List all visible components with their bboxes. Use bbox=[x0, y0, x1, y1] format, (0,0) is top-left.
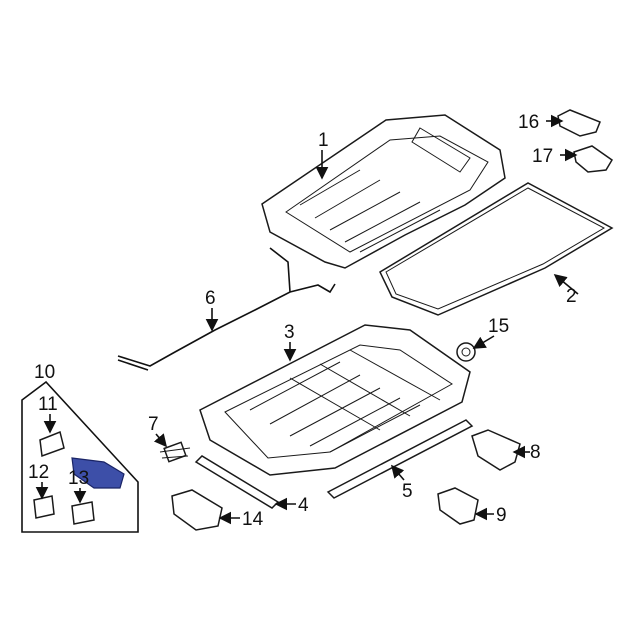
callout-10: 10 bbox=[34, 362, 55, 383]
kit-box bbox=[21, 380, 139, 533]
callout-17: 17 bbox=[532, 146, 553, 167]
grommet-inner bbox=[461, 347, 471, 357]
connector-part bbox=[159, 441, 191, 463]
connector-block bbox=[437, 487, 479, 525]
kit-clip-13 bbox=[71, 501, 95, 525]
callout-1: 1 bbox=[318, 130, 329, 151]
callout-11: 11 bbox=[38, 394, 58, 415]
callout-15: 15 bbox=[488, 316, 509, 337]
upper-battery-cover bbox=[261, 114, 506, 269]
callout-14: 14 bbox=[242, 509, 264, 530]
control-module bbox=[171, 489, 223, 531]
callout-8: 8 bbox=[530, 442, 541, 463]
kit-clip-12 bbox=[33, 495, 55, 519]
callout-2: 2 bbox=[566, 286, 577, 307]
grommet bbox=[456, 342, 476, 362]
kit-clip-11 bbox=[39, 430, 65, 458]
callout-16: 16 bbox=[518, 112, 539, 133]
cover-bracket-16 bbox=[557, 109, 601, 137]
kit-harness-13 bbox=[71, 457, 125, 489]
mounting-bracket bbox=[471, 429, 521, 471]
callout-12: 12 bbox=[28, 462, 49, 483]
battery-tray bbox=[199, 324, 471, 476]
callout-4: 4 bbox=[298, 495, 309, 516]
callout-6: 6 bbox=[205, 288, 216, 309]
cover-bracket-17 bbox=[573, 145, 614, 173]
callout-5: 5 bbox=[402, 481, 413, 502]
right-side-rail bbox=[326, 419, 474, 499]
battery-seal-gasket bbox=[379, 182, 614, 316]
callout-7: 7 bbox=[148, 414, 159, 435]
wiring-harness bbox=[117, 247, 336, 371]
callout-13: 13 bbox=[68, 468, 89, 489]
callout-3: 3 bbox=[284, 322, 295, 343]
callout-9: 9 bbox=[496, 505, 507, 526]
